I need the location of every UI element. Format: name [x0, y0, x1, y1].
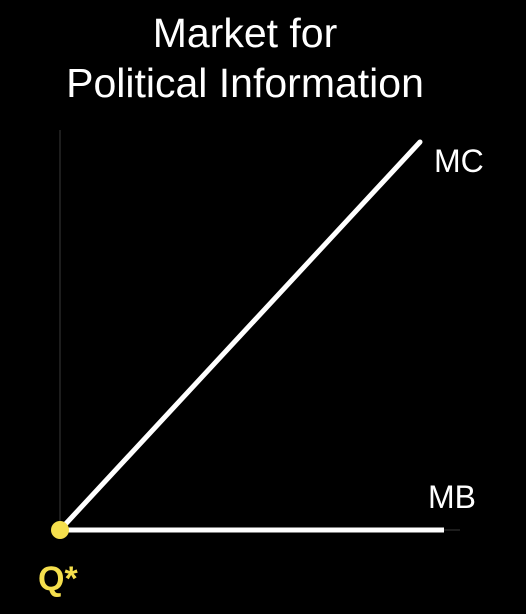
- chart-title: Market for Political Information: [0, 8, 490, 108]
- equilibrium-point: [51, 521, 69, 539]
- mc-label: MC: [434, 143, 484, 179]
- chart-title-line-1: Market for: [152, 10, 338, 56]
- chart-title-line-2: Political Information: [66, 60, 424, 106]
- equilibrium-label: Q*: [38, 560, 78, 598]
- mb-label: MB: [428, 479, 476, 515]
- mc-curve: [57, 139, 423, 533]
